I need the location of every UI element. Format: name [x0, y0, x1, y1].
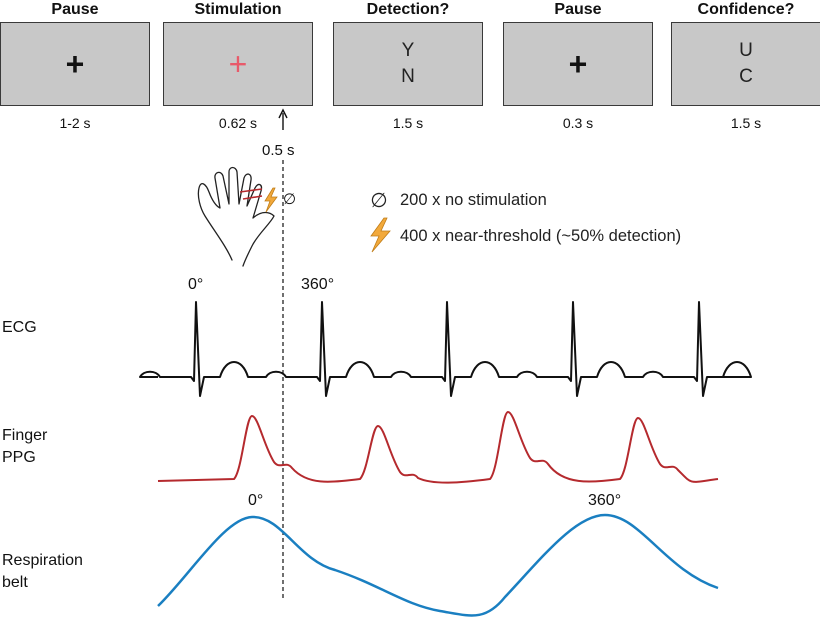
- step-duration: 1.5 s: [392, 115, 424, 131]
- legend-no-stim-text: 200 x no stimulation: [400, 191, 547, 209]
- legend-near-threshold: ∅ 400 x near-threshold (~50% detection): [368, 224, 681, 249]
- ppg-label-line1: Finger: [2, 427, 48, 444]
- empty-set-icon: ∅: [370, 190, 388, 212]
- screen-panel: +: [503, 22, 653, 106]
- step-duration: 1.5 s: [730, 115, 762, 131]
- step-pause-1: Pause + 1-2 s: [0, 0, 150, 131]
- step-duration: 1-2 s: [59, 115, 91, 131]
- ecg-phase-end: 360°: [301, 276, 335, 293]
- response-option: C: [739, 66, 753, 87]
- step-title: Pause: [51, 1, 99, 18]
- response-option: U: [739, 40, 753, 61]
- ecg-signal: [139, 301, 752, 397]
- step-title: Pause: [554, 1, 602, 18]
- fixation-cross-icon: +: [65, 46, 85, 82]
- ppg-signal: [157, 411, 719, 484]
- response-option: Y: [401, 40, 415, 61]
- empty-set-icon: ∅: [283, 191, 297, 208]
- screen-panel: Y N: [333, 22, 483, 106]
- resp-phase-end: 360°: [588, 492, 622, 509]
- step-stimulation: Stimulation + 0.62 s: [163, 0, 313, 131]
- onset-arrow-head: [278, 108, 288, 119]
- response-option: N: [401, 66, 415, 87]
- electrode-mark: [242, 195, 263, 200]
- ppg-label-line2: PPG: [2, 449, 36, 466]
- step-duration: 0.62 s: [218, 115, 258, 131]
- hand-icon: [197, 166, 275, 267]
- respiration-signal: [157, 513, 719, 617]
- resp-label-line1: Respiration: [2, 552, 83, 569]
- stimulation-cross-icon: +: [228, 46, 248, 82]
- step-duration: 0.3 s: [562, 115, 594, 131]
- step-title: Confidence?: [697, 1, 795, 18]
- fixation-cross-icon: +: [568, 46, 588, 82]
- step-confidence: Confidence? U C 1.5 s: [671, 0, 820, 131]
- step-pause-2: Pause + 0.3 s: [503, 0, 653, 131]
- screen-panel: +: [0, 22, 150, 106]
- step-detection: Detection? Y N 1.5 s: [333, 0, 483, 131]
- electrode-mark: [239, 188, 263, 193]
- step-title: Detection?: [366, 1, 450, 18]
- lightning-bolt-icon: [264, 187, 278, 213]
- ecg-phase-start: 0°: [188, 276, 204, 293]
- resp-label-line2: belt: [2, 574, 28, 591]
- screen-panel: +: [163, 22, 313, 106]
- ecg-label: ECG: [2, 319, 37, 336]
- screen-panel: U C: [671, 22, 820, 106]
- lightning-bolt-icon: [370, 217, 391, 253]
- stim-onset-label: 0.5 s: [262, 142, 295, 159]
- legend-no-stim: ∅ 200 x no stimulation: [368, 188, 547, 213]
- step-title: Stimulation: [194, 1, 282, 18]
- legend-near-threshold-text: 400 x near-threshold (~50% detection): [400, 227, 682, 245]
- resp-phase-start: 0°: [248, 492, 264, 509]
